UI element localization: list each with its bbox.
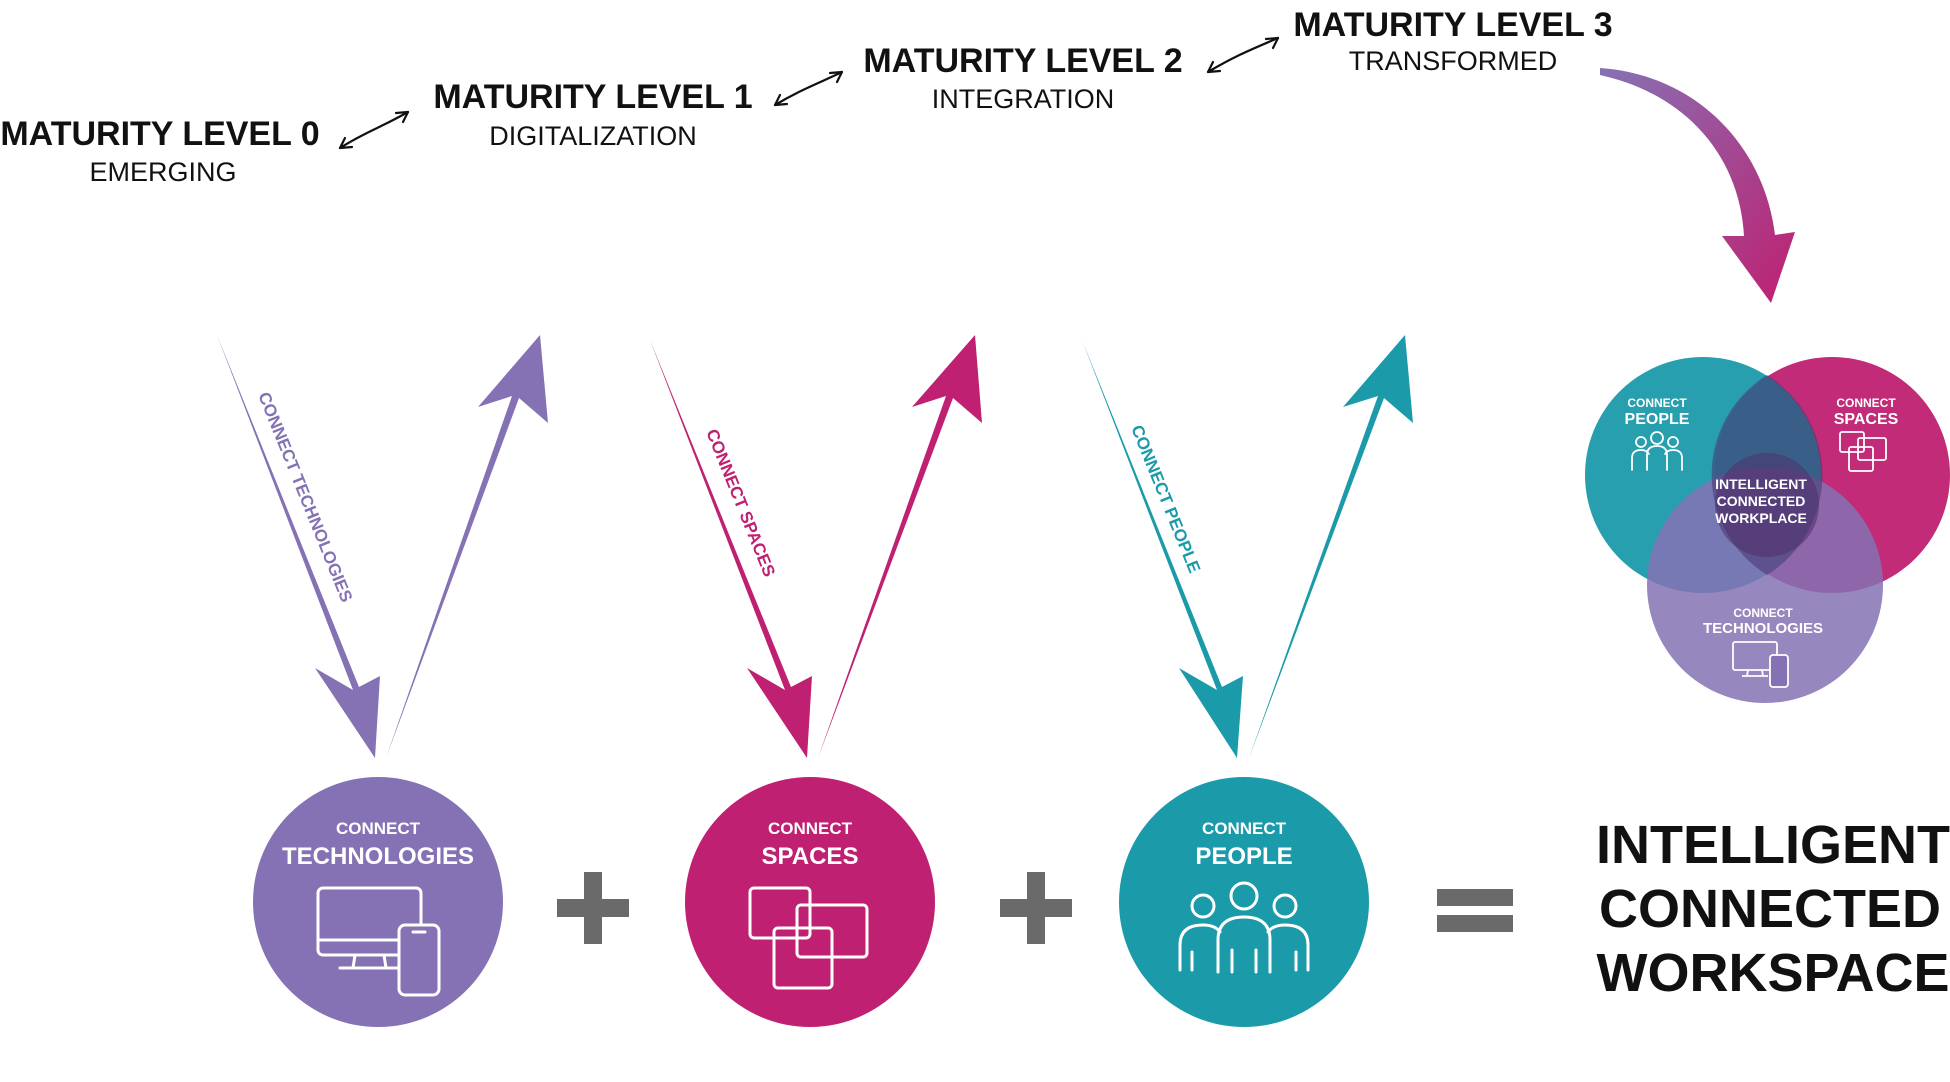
people-big-label: PEOPLE: [1195, 843, 1292, 870]
spaces-up-arrow: [818, 335, 982, 758]
maturity-level-0: MATURITY LEVEL 0 EMERGING: [0, 115, 319, 187]
result-title: INTELLIGENT CONNECTED WORKSPACE: [1596, 815, 1950, 1003]
venn-spaces-big: SPACES: [1834, 411, 1899, 428]
maturity-level-0-subtitle: EMERGING: [89, 157, 236, 187]
devices-icon: [316, 886, 441, 997]
pillar-people: CONNECT PEOPLE: [1119, 777, 1369, 1027]
people-down-arrow: [1082, 340, 1243, 758]
venn-technologies-big: TECHNOLOGIES: [1703, 620, 1823, 637]
result-line-1: INTELLIGENT: [1596, 815, 1950, 875]
venn-center-line-1: INTELLIGENT: [1715, 476, 1807, 492]
result-line-2: CONNECTED: [1599, 879, 1941, 939]
people-icon: [1178, 881, 1310, 974]
plus-sign-1: [557, 872, 629, 944]
technologies-down-arrow: [217, 335, 380, 758]
maturity-level-1: MATURITY LEVEL 1 DIGITALIZATION: [433, 78, 752, 151]
maturity-level-2-title: MATURITY LEVEL 2: [863, 42, 1182, 80]
maturity-level-2: MATURITY LEVEL 2 INTEGRATION: [863, 42, 1182, 114]
venn-spaces-icon: [1839, 431, 1887, 472]
plus-sign-2: [1000, 872, 1072, 944]
people-arrows: [1082, 335, 1413, 758]
people-circle: [1119, 777, 1369, 1027]
venn-center: [1715, 453, 1819, 557]
maturity-level-1-subtitle: DIGITALIZATION: [489, 121, 697, 151]
maturity-level-3-title: MATURITY LEVEL 3: [1293, 6, 1612, 44]
venn-center-line-2: CONNECTED: [1717, 493, 1806, 509]
spaces-down-arrow: [650, 340, 812, 758]
pillar-technologies: CONNECT TECHNOLOGIES: [253, 777, 503, 1027]
people-up-arrow: [1249, 335, 1413, 758]
technologies-circle: [253, 777, 503, 1027]
level-connector-0-1: [338, 110, 410, 150]
venn-center-line-3: WORKPLACE: [1715, 510, 1807, 526]
venn-devices-icon: [1732, 641, 1789, 688]
technologies-arrow-label: CONNECT TECHNOLOGIES: [254, 389, 356, 605]
venn-diagram: CONNECT PEOPLE CONNECT SPACES INTELLIGEN…: [1585, 357, 1950, 703]
venn-spaces-small: CONNECT: [1836, 396, 1896, 410]
venn-technologies-circle: [1647, 467, 1883, 703]
venn-people-icon: [1631, 431, 1683, 471]
venn-technologies-small: CONNECT: [1733, 606, 1793, 620]
technologies-up-arrow: [386, 335, 548, 758]
technologies-big-label: TECHNOLOGIES: [282, 843, 474, 870]
equals-sign: [1437, 889, 1513, 932]
pillar-spaces: CONNECT SPACES: [685, 777, 935, 1027]
spaces-big-label: SPACES: [762, 843, 859, 870]
maturity-level-3: MATURITY LEVEL 3 TRANSFORMED: [1293, 6, 1612, 76]
result-line-3: WORKSPACE: [1596, 943, 1949, 1003]
level-connector-1-2: [773, 70, 844, 107]
venn-people-big: PEOPLE: [1625, 411, 1690, 428]
maturity-level-1-title: MATURITY LEVEL 1: [433, 78, 752, 116]
maturity-level-3-subtitle: TRANSFORMED: [1349, 46, 1558, 76]
spaces-small-label: CONNECT: [768, 819, 853, 838]
technologies-small-label: CONNECT: [336, 819, 421, 838]
technologies-arrows: [217, 335, 548, 758]
level-3-to-venn-arrow: [1600, 68, 1795, 303]
level-connector-2-3: [1206, 36, 1280, 74]
venn-people-small: CONNECT: [1627, 396, 1687, 410]
maturity-level-2-subtitle: INTEGRATION: [932, 84, 1115, 114]
spaces-arrows: [650, 335, 982, 758]
spaces-icon: [748, 886, 869, 990]
people-small-label: CONNECT: [1202, 819, 1287, 838]
maturity-level-0-title: MATURITY LEVEL 0: [0, 115, 319, 153]
